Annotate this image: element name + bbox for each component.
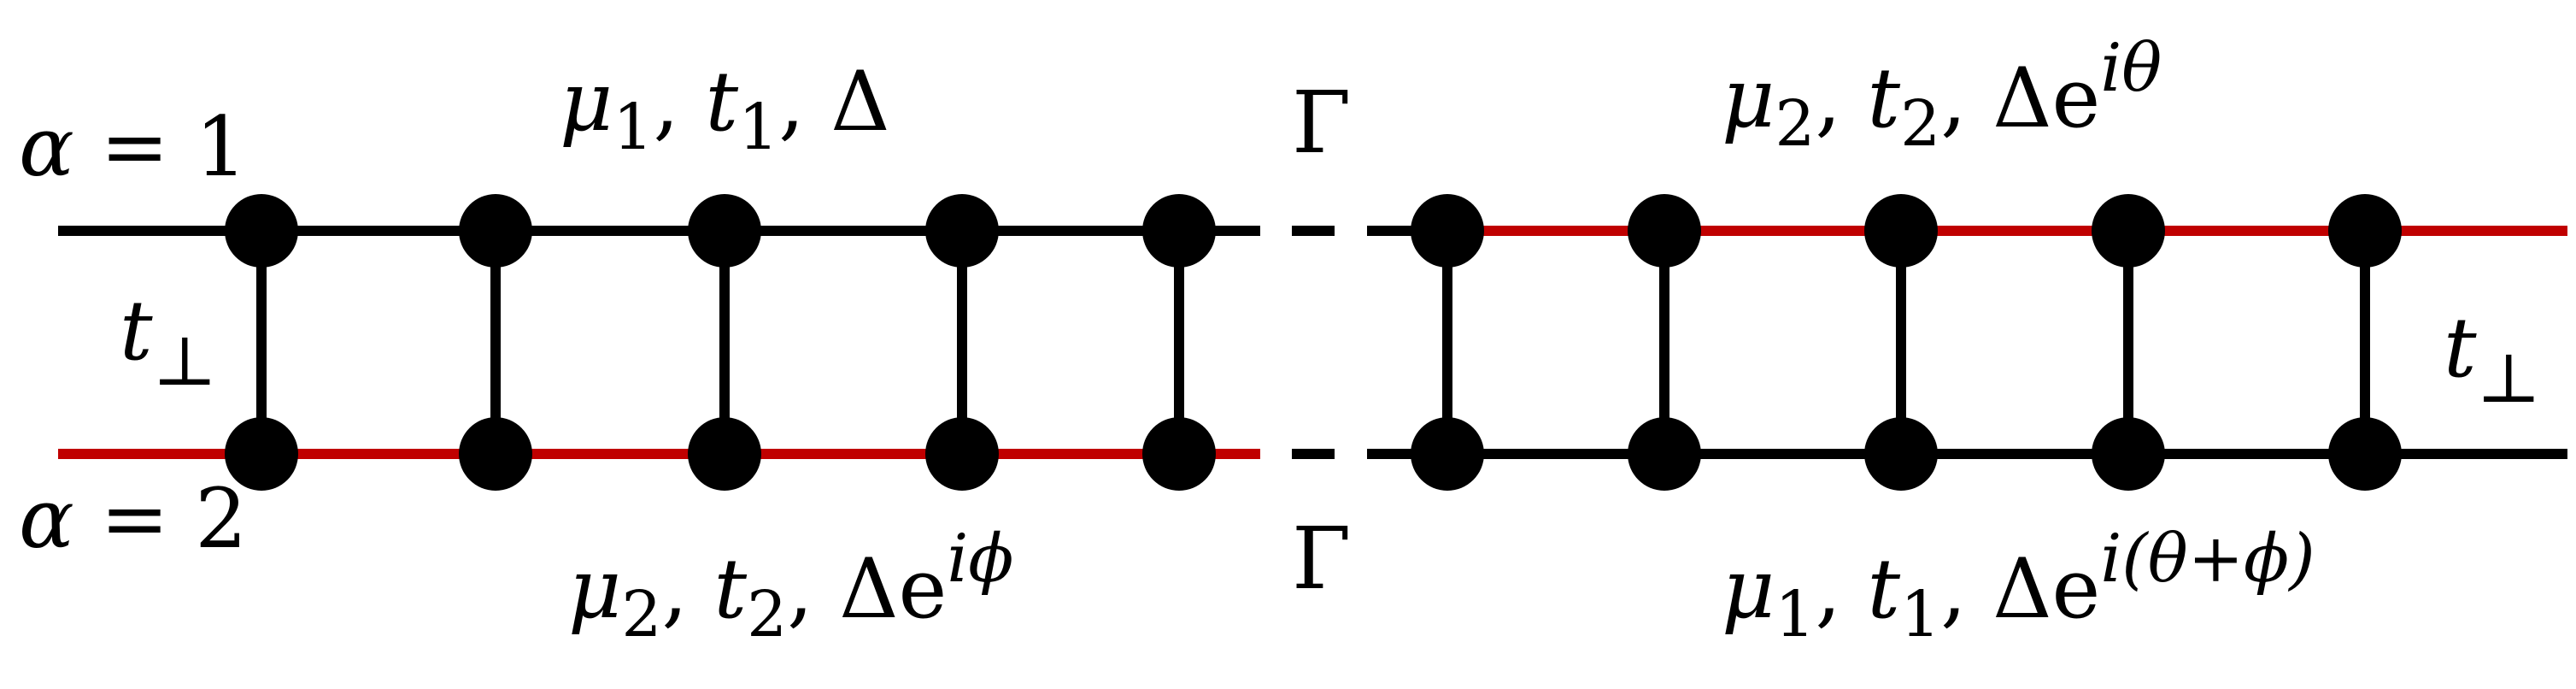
- right-bottom-site-5: [2328, 417, 2402, 491]
- left-bottom-params: μ2, t2, Δeiϕ: [568, 521, 1013, 651]
- right-bottom-site-3: [1864, 417, 1938, 491]
- rails: [58, 226, 2567, 459]
- alpha-1-label: α = 1: [19, 99, 247, 195]
- left-bottom-site-4: [925, 417, 999, 491]
- right-bottom-params: μ1, t1, Δei(θ+ϕ): [1722, 521, 2315, 651]
- right-top-site-5: [2328, 194, 2402, 268]
- right-top-site-4: [2092, 194, 2165, 268]
- left-top-site-1: [225, 194, 298, 268]
- left-top-site-4: [925, 194, 999, 268]
- t-perp-right-label: t⊥: [2444, 300, 2541, 418]
- left-bottom-site-5: [1142, 417, 1216, 491]
- left-top-site-2: [459, 194, 532, 268]
- right-bottom-site-4: [2092, 417, 2165, 491]
- sites: [225, 194, 2402, 491]
- left-bottom-site-2: [459, 417, 532, 491]
- left-top-site-3: [688, 194, 761, 268]
- right-top-params: μ2, t2, Δeiθ: [1722, 30, 2162, 161]
- right-top-site-3: [1864, 194, 1938, 268]
- left-top-site-5: [1142, 194, 1216, 268]
- right-top-site-2: [1628, 194, 1701, 268]
- left-bottom-site-3: [688, 417, 761, 491]
- left-bottom-site-1: [225, 417, 298, 491]
- right-top-site-1: [1411, 194, 1484, 268]
- t-perp-left-label: t⊥: [120, 283, 217, 401]
- left-top-params: μ1, t1, Δ: [560, 54, 890, 164]
- right-bottom-site-1: [1411, 417, 1484, 491]
- alpha-2-label: α = 2: [19, 471, 247, 567]
- rungs: [256, 231, 2370, 454]
- gamma-top-label: Γ: [1292, 73, 1351, 173]
- gamma-bottom-label: Γ: [1292, 509, 1351, 609]
- right-bottom-site-2: [1628, 417, 1701, 491]
